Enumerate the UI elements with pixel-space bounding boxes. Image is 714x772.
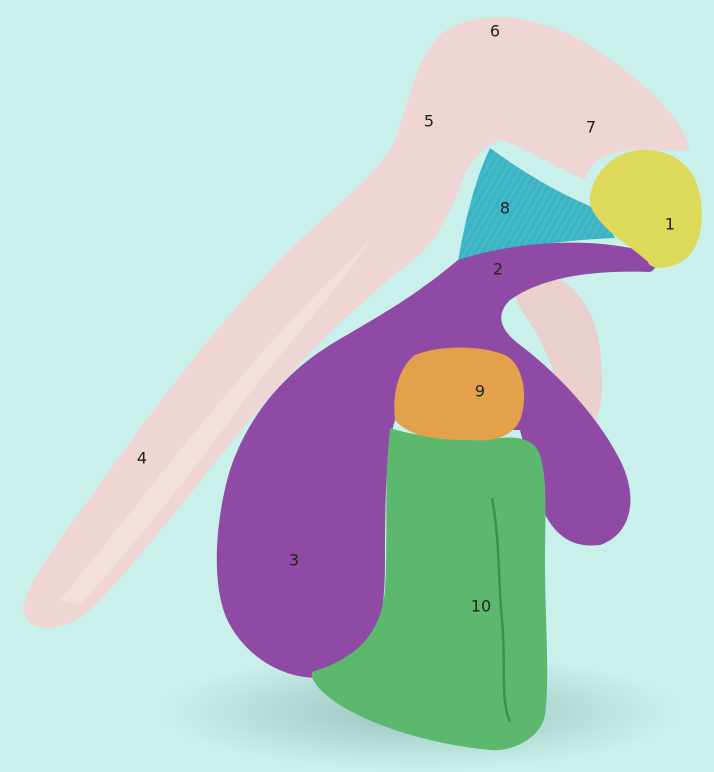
label-5: 5 [424, 112, 434, 131]
urethral-orifice-shape [394, 348, 524, 441]
label-4: 4 [137, 449, 147, 468]
label-10: 10 [471, 597, 491, 616]
label-3: 3 [289, 551, 299, 570]
label-7: 7 [586, 118, 596, 137]
label-8: 8 [500, 199, 510, 218]
label-6: 6 [490, 22, 500, 41]
label-2: 2 [493, 260, 503, 279]
label-9: 9 [475, 382, 485, 401]
label-1: 1 [665, 215, 675, 234]
